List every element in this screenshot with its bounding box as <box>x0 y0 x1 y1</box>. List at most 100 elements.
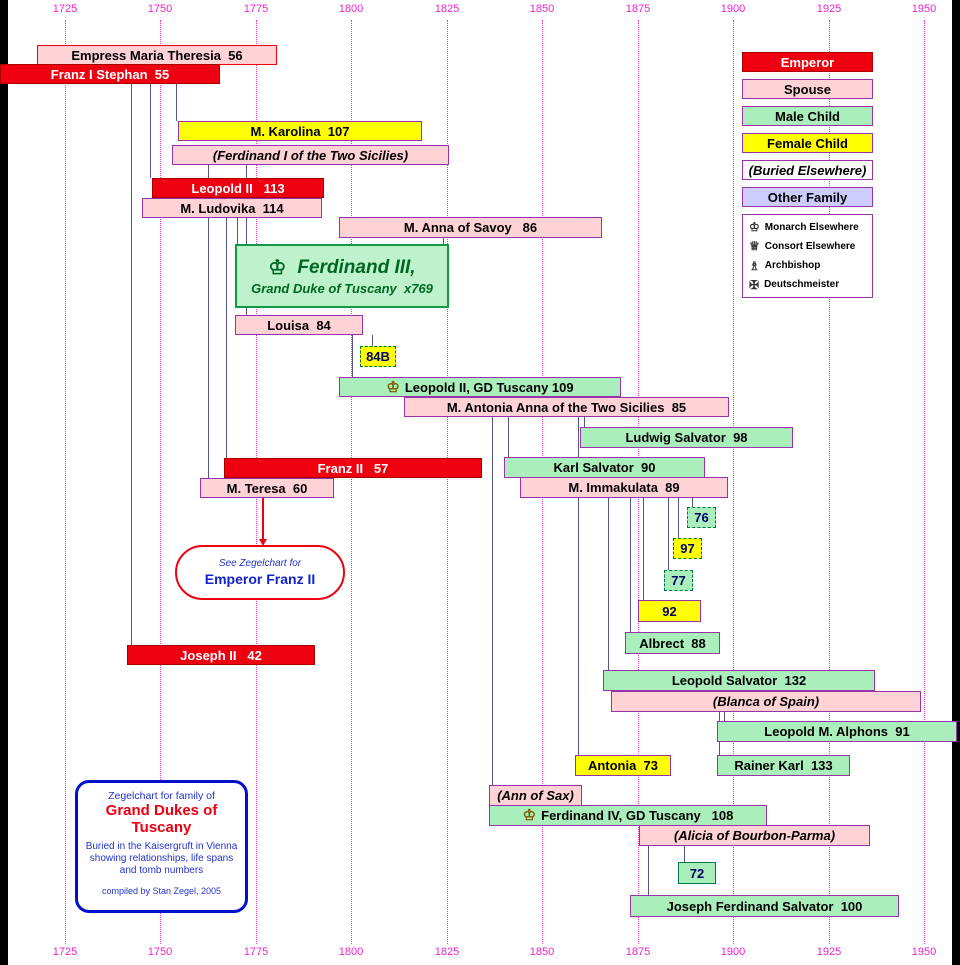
title-line-3: Tuscany <box>131 819 192 837</box>
family-connector <box>237 218 238 244</box>
bar-leopold-ii-113: Leopold II 113 <box>152 178 324 198</box>
legend-symbol-label: Monarch Elsewhere <box>764 221 859 233</box>
family-connector <box>668 498 669 570</box>
bar-label: Louisa 84 <box>267 317 331 333</box>
title-line-6: and tomb numbers <box>119 864 204 876</box>
family-connector <box>131 84 132 645</box>
axis-year-bottom: 1925 <box>816 946 842 958</box>
bar-m-karolina: M. Karolina 107 <box>178 121 422 141</box>
bar-label: Empress Maria Theresia 56 <box>71 47 243 63</box>
family-connector <box>724 712 725 721</box>
legend-item-spouse: Spouse <box>742 79 873 99</box>
bar-label: M. Immakulata 89 <box>568 480 680 495</box>
axis-year-bottom: 1850 <box>529 946 555 958</box>
bar-label: 97 <box>680 541 695 556</box>
legend-symbols-box: ♔ Monarch Elsewhere ♕ Consort Elsewhere ♗Arc… <box>742 214 873 298</box>
legend-symbol-row: ♕ Consort Elsewhere <box>749 239 866 253</box>
gridline-1925 <box>829 20 830 944</box>
bar-tomb-97: 97 <box>673 538 702 559</box>
bar-label: Leopold Salvator 132 <box>671 673 807 688</box>
axis-year-top: 1800 <box>338 3 364 15</box>
crown-icon: ♔ <box>268 256 287 279</box>
legend-symbol-label: Consort Elsewhere <box>764 240 856 252</box>
family-connector <box>608 498 609 670</box>
bar-leopold-m-alphons: Leopold M. Alphons 91 <box>717 721 957 742</box>
bar-ann-of-sax: (Ann of Sax) <box>489 785 582 806</box>
bar-label: Franz I Stephan 55 <box>50 66 170 82</box>
bar-tomb-77: 77 <box>664 570 693 591</box>
family-connector <box>443 238 444 244</box>
family-connector <box>678 498 679 538</box>
axis-year-top: 1725 <box>52 3 78 15</box>
title-line-1: Zegelchart for family of <box>108 790 215 802</box>
family-connector <box>352 335 353 377</box>
gridline-1800 <box>351 20 352 944</box>
title-line-5: showing relationships, life spans <box>89 852 234 864</box>
gridline-1825 <box>447 20 448 944</box>
bar-label: 76 <box>694 510 709 525</box>
chart-title-box: Zegelchart for family of Grand Dukes of … <box>75 780 248 913</box>
axis-year-top: 1775 <box>243 3 269 15</box>
bar-tomb-76: 76 <box>687 507 716 528</box>
bar-leopold-salvator: Leopold Salvator 132 <box>603 670 875 691</box>
bar-label: Leopold II, GD Tuscany 109 <box>404 379 574 395</box>
bar-label: Joseph Ferdinand Salvator 100 <box>666 898 863 914</box>
axis-year-bottom: 1900 <box>720 946 746 958</box>
legend-symbol-row: ♗Archbishop <box>749 259 866 273</box>
bar-maria-theresia: Empress Maria Theresia 56 <box>37 45 277 65</box>
bar-leopold-ii-gd-tuscany: ♔Leopold II, GD Tuscany 109 <box>339 377 621 397</box>
bar-line: ♔Ferdinand III, <box>268 258 415 278</box>
legend-item-label: Spouse <box>784 81 831 97</box>
bar-ferdinand-i-two-sicilies: (Ferdinand I of the Two Sicilies) <box>172 145 449 165</box>
bar-m-anna-of-savoy: M. Anna of Savoy 86 <box>339 217 602 238</box>
bar-label: M. Antonia Anna of the Two Sicilies 85 <box>446 399 687 415</box>
bar-label: M. Karolina 107 <box>250 123 350 139</box>
deutschmeister-icon: ✠ <box>749 277 760 292</box>
bar-label: M. Ludovika 114 <box>180 200 284 216</box>
bar-label: 77 <box>671 573 686 588</box>
family-connector <box>684 846 685 862</box>
family-connector <box>648 846 649 895</box>
axis-year-top: 1750 <box>147 3 173 15</box>
bar-joseph-ii: Joseph II 42 <box>127 645 315 665</box>
franz-ii-reference-note: See Zegelchart for Emperor Franz II <box>175 545 345 600</box>
legend-item-emperor: Emperor <box>742 52 873 72</box>
bar-antonia-73: Antonia 73 <box>575 755 671 776</box>
bar-franz-i-stephan: Franz I Stephan 55 <box>0 64 220 84</box>
family-connector <box>508 417 509 457</box>
bar-ludwig-salvator: Ludwig Salvator 98 <box>580 427 793 448</box>
gridline-1900 <box>733 20 734 944</box>
note-line-2: Emperor Franz II <box>204 571 316 587</box>
family-connector <box>584 417 585 427</box>
axis-year-bottom: 1775 <box>243 946 269 958</box>
consort-elsewhere-icon: ♕ <box>749 239 760 254</box>
bar-label: Joseph II 42 <box>180 647 262 663</box>
bar-m-ludovika: M. Ludovika 114 <box>142 198 322 218</box>
bar-m-teresa: M. Teresa 60 <box>200 478 334 498</box>
legend-symbol-label: Deutschmeister <box>764 279 840 291</box>
archbishop-icon: ♗ <box>749 258 760 273</box>
axis-year-top: 1900 <box>720 3 746 15</box>
bar-rainer-karl: Rainer Karl 133 <box>717 755 850 776</box>
family-connector <box>150 84 151 178</box>
bar-tomb-92: 92 <box>638 600 701 622</box>
bar-label: M. Teresa 60 <box>226 480 308 496</box>
gridline-1725 <box>65 20 66 944</box>
note-line-1: See Zegelchart for <box>218 558 302 569</box>
title-line-2: Grand Dukes of <box>105 802 218 819</box>
family-connector <box>492 417 493 805</box>
monarch-elsewhere-icon: ♔ <box>749 220 760 234</box>
bar-blanca-of-spain: (Blanca of Spain) <box>611 691 921 712</box>
bar-joseph-ferdinand-salvator: Joseph Ferdinand Salvator 100 <box>630 895 899 917</box>
axis-year-bottom: 1950 <box>911 946 937 958</box>
axis-year-top: 1950 <box>911 3 937 15</box>
family-connector <box>226 218 227 458</box>
crown-icon: ♔ <box>386 378 400 396</box>
bar-louisa: Louisa 84 <box>235 315 363 335</box>
bar-albrect: Albrect 88 <box>625 632 720 654</box>
gridline-1950 <box>924 20 925 944</box>
bar-label: (Ferdinand I of the Two Sicilies) <box>212 147 409 163</box>
bar-label: Leopold II 113 <box>191 180 285 196</box>
family-connector <box>176 84 177 121</box>
axis-year-bottom: 1725 <box>52 946 78 958</box>
